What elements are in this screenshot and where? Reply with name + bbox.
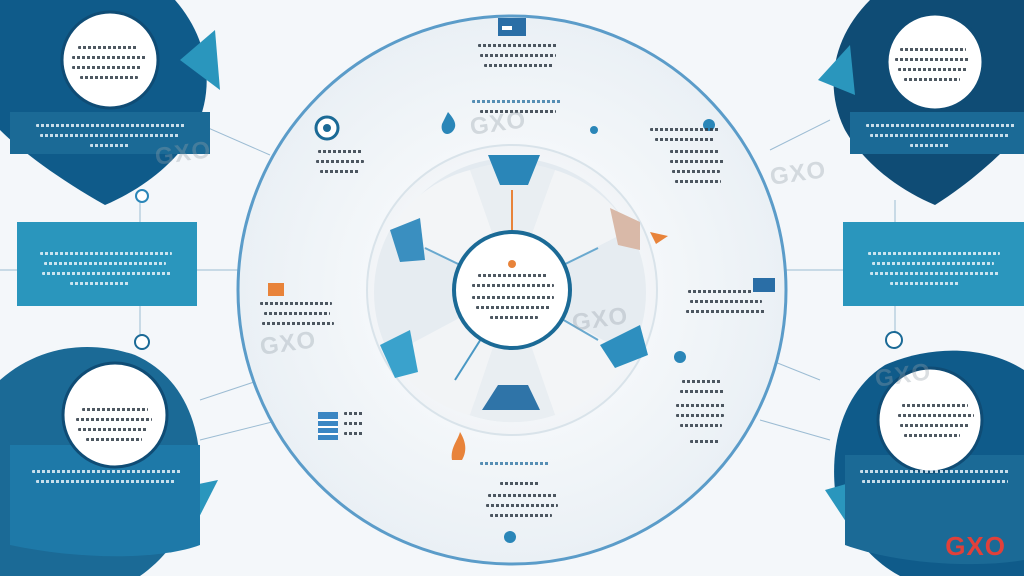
panel-top-right xyxy=(818,0,1024,205)
brand-logo: GXO xyxy=(945,531,1006,561)
chart-icon xyxy=(268,278,775,296)
info-icon xyxy=(134,334,150,350)
database-icon xyxy=(318,412,338,440)
center-hub xyxy=(452,230,572,350)
target-icon xyxy=(314,115,340,141)
wheel-blades xyxy=(380,155,648,410)
document-icon xyxy=(498,18,526,36)
shield-icon xyxy=(885,331,903,349)
drop-icon xyxy=(441,112,456,135)
globe-icon xyxy=(590,126,598,134)
panel-top-left xyxy=(0,0,220,205)
panel-bottom-left xyxy=(0,347,218,576)
center-dot xyxy=(508,260,516,268)
pin-icon xyxy=(135,189,149,203)
flame-icon xyxy=(451,232,668,460)
